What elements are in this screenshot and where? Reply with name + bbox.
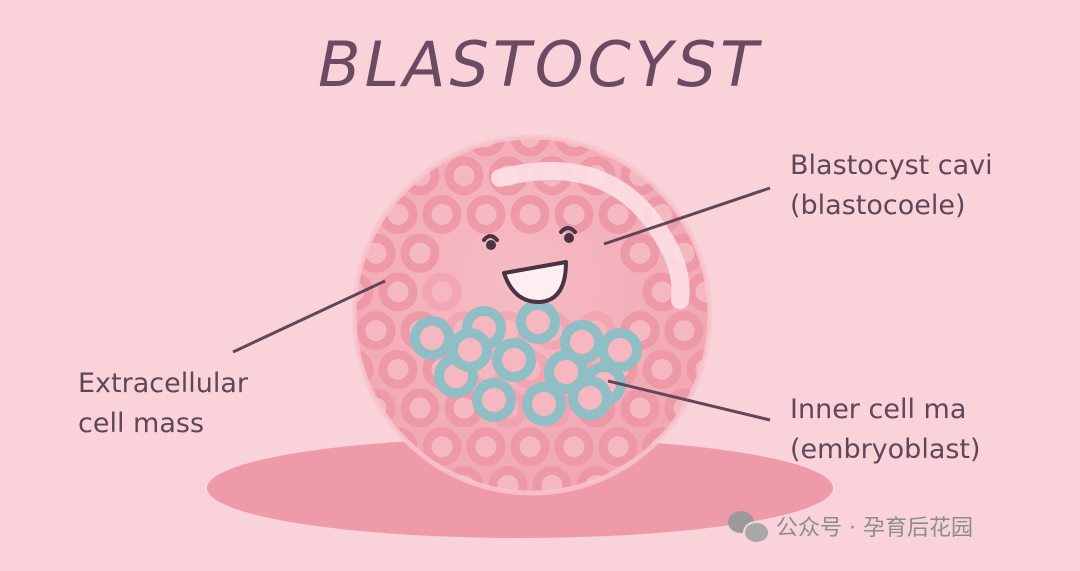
trophoblast-cell	[400, 233, 440, 273]
right-eye-pupil	[564, 233, 574, 243]
inner-cell	[522, 382, 566, 426]
inner-cell	[492, 338, 536, 382]
trophoblast-cell	[422, 272, 462, 312]
inner-cell-mass-cells	[410, 300, 642, 426]
trophoblast-cell	[620, 388, 660, 428]
smile-mouth	[502, 260, 568, 305]
trophoblast-cell	[378, 272, 418, 312]
trophoblast-cell	[510, 427, 550, 467]
left-eye-pupil	[486, 240, 496, 250]
right-eye	[559, 226, 577, 234]
inner-cell	[516, 300, 560, 344]
label-line: Inner cell ma	[790, 394, 967, 425]
trophoblast-cell	[598, 137, 638, 157]
trophoblast-cell	[466, 194, 506, 234]
inner-cell	[472, 378, 516, 422]
trophoblast-cell	[400, 388, 440, 428]
trophoblast-cell	[642, 349, 682, 389]
label-line: Blastocyst cavi	[790, 150, 993, 181]
label-line: Extracellular	[78, 368, 248, 399]
sphere-rim	[351, 134, 713, 496]
trophoblast-cell	[620, 233, 660, 273]
watermark-text: 公众号 · 孕育后花园	[776, 516, 973, 541]
label-line: cell mass	[78, 408, 205, 439]
trophoblast-cell	[422, 194, 462, 234]
inner-cell	[544, 350, 588, 394]
inner-cell	[448, 328, 492, 372]
trophoblast-cell	[664, 311, 704, 351]
left-eye	[482, 234, 499, 242]
watermark: 公众号 · 孕育后花园	[728, 506, 973, 546]
inner-cell	[598, 328, 642, 372]
trophoblast-cell	[354, 272, 374, 312]
inner-cell	[568, 376, 612, 420]
leader-line-extracellular	[232, 279, 386, 354]
label-extracellular-cell-mass: Extracellular cell mass	[78, 364, 248, 444]
label-blastocyst-cavity: Blastocyst cavi (blastocoele)	[790, 146, 993, 226]
trophoblast-cell	[378, 349, 418, 389]
trophoblast-cell	[510, 194, 550, 234]
inner-cell	[410, 316, 454, 360]
trophoblast-cell	[356, 311, 396, 351]
smiling-face	[482, 226, 577, 305]
trophoblast-cell	[708, 311, 710, 351]
label-line: (blastocoele)	[790, 190, 966, 221]
page-title: BLASTOCYST	[318, 28, 762, 101]
trophoblast-cell	[466, 427, 506, 467]
trophoblast-cell	[444, 156, 484, 196]
trophoblast-cell	[422, 427, 462, 467]
leader-line-cavity	[603, 186, 771, 246]
trophoblast-cell	[554, 194, 594, 234]
trophoblast-cell	[554, 427, 594, 467]
label-line: (embryoblast)	[790, 434, 981, 465]
trophoblast-cell	[510, 137, 550, 157]
label-inner-cell-mass: Inner cell ma (embryoblast)	[790, 390, 981, 470]
sphere-highlight	[491, 162, 690, 309]
wechat-icon	[728, 509, 770, 544]
trophoblast-cell	[598, 427, 638, 467]
leader-line-inner	[607, 379, 771, 422]
